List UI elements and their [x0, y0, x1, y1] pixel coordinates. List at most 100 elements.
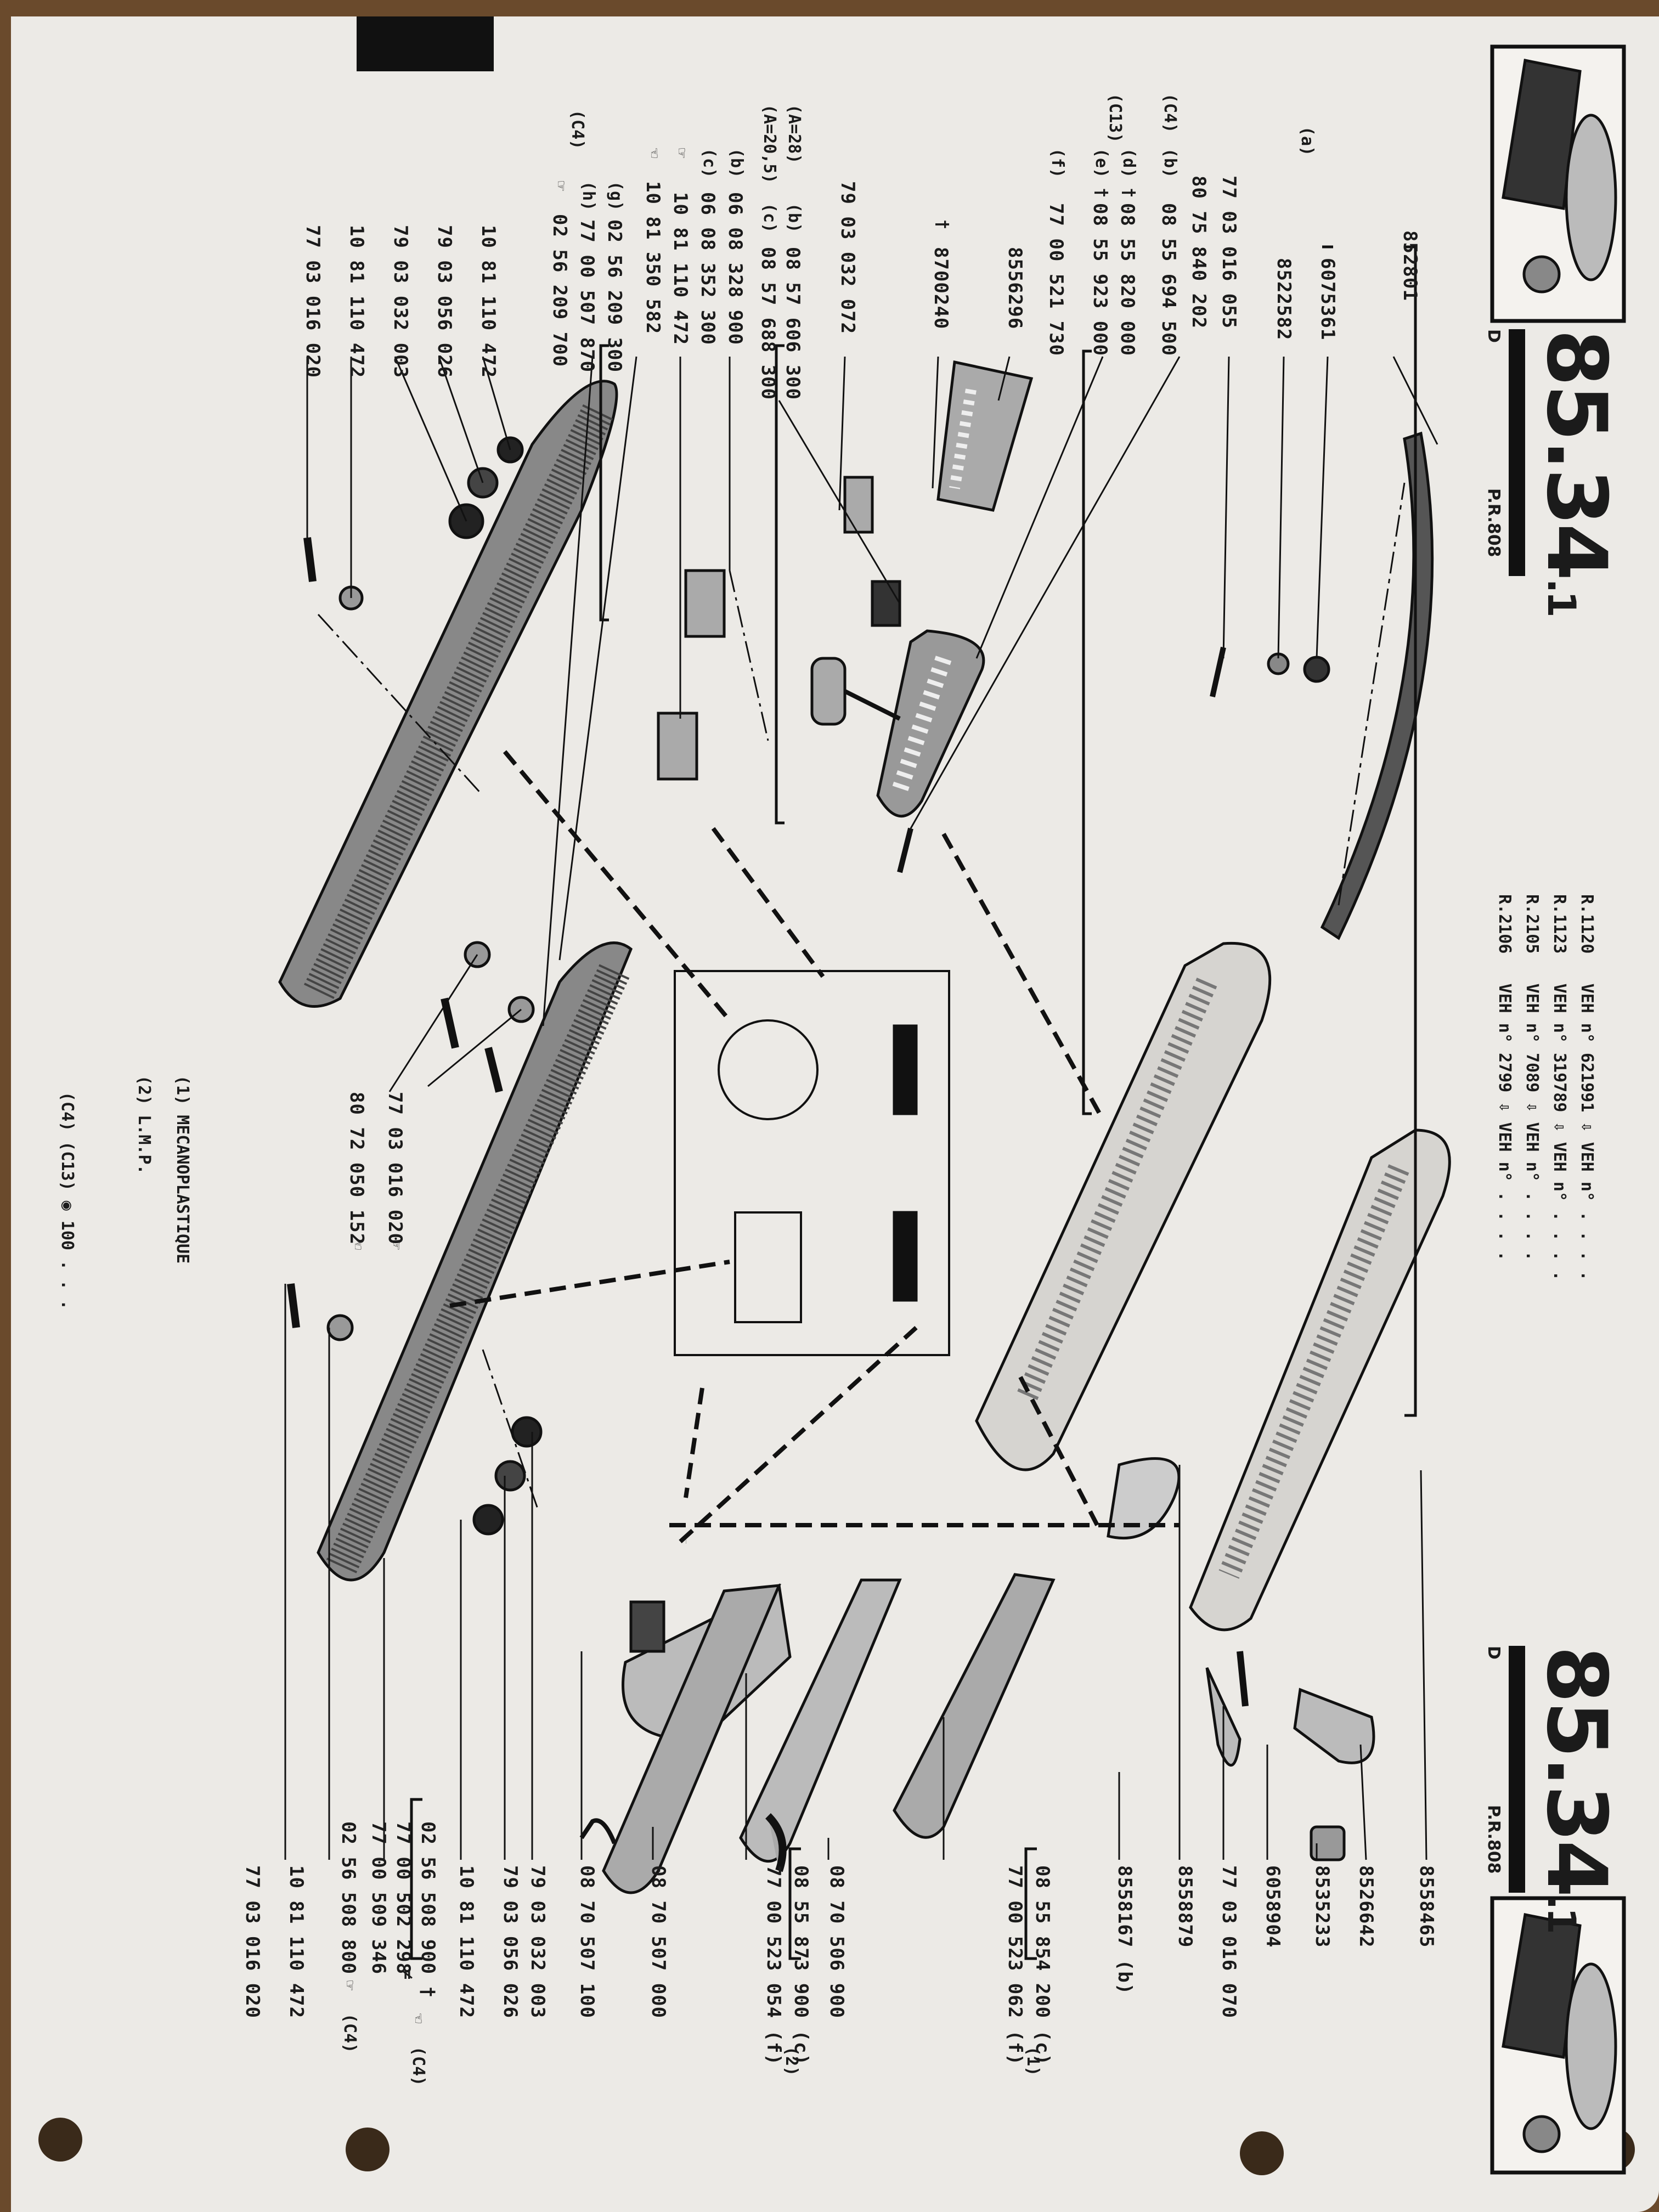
veh-from: VEH n° 621991	[1577, 983, 1596, 1113]
hand-icon: ☞	[672, 148, 691, 159]
ref-code: (d) †	[1119, 148, 1138, 198]
part-number: 8556296	[1004, 247, 1026, 330]
ref-code: (C4)	[568, 110, 587, 150]
header-rule-bottom	[1509, 1646, 1525, 1893]
ref-code: (e) †	[1092, 148, 1111, 198]
punch-hole	[1240, 2131, 1284, 2175]
ref-code: (f)	[1048, 148, 1067, 178]
part-number: 10 81 350 582	[642, 181, 664, 335]
ref-code: (c)	[760, 203, 779, 233]
part-number: 79 03 032 072	[837, 181, 859, 335]
part-number: 77 00 509 346	[368, 1821, 390, 1975]
part-number: 10 81 110 472	[669, 192, 691, 346]
page-number: 85.34	[1528, 329, 1624, 579]
index-tab	[357, 16, 494, 71]
part-number: 77 00 507 870	[576, 219, 598, 373]
part-number: 80 72 050 152	[346, 1092, 368, 1245]
part-number: 77 03 016 020	[302, 225, 324, 379]
hand-icon: ☜	[409, 2013, 428, 2024]
veh-from: VEH n° 7089	[1522, 983, 1542, 1093]
part-number: 08 55 854 200 (c)	[1031, 1865, 1053, 2066]
part-number: 77 03 016 070	[1218, 1865, 1240, 2019]
ref-code: (g)	[606, 181, 625, 211]
part-number: 10 81 110 472	[477, 225, 499, 379]
part-number: 08 70 506 900	[826, 1865, 848, 2019]
model-row: R.2106 VEH n° 2799 ⇩ VEH n° . . . .	[1495, 894, 1514, 1261]
part-number: 08 70 507 100	[576, 1865, 598, 2019]
part-number: 10 81 110 472	[285, 1865, 307, 2019]
part-number: 06 08 352 300	[697, 192, 719, 346]
model-row: R.1120 VEH n° 621991 ⇩ VEH n° . . . .	[1577, 894, 1596, 1281]
footer-codes: (C4) (C13) ◉ 100 . . .	[58, 1092, 77, 1310]
part-number: 10 81 110 472	[455, 1865, 477, 2019]
hand-icon: ☞	[340, 1980, 359, 1991]
part-number: 08 70 507 000	[647, 1865, 669, 2019]
model-code: R.2105	[1522, 894, 1542, 954]
part-number: 77 03 016 055	[1218, 176, 1240, 329]
ref-code: (2)	[782, 2046, 801, 2076]
page-number-top: 85.34.1	[1528, 329, 1624, 616]
part-number: 77 00 502 298	[392, 1821, 414, 1975]
part-number: 852801	[1399, 230, 1421, 301]
exploded-parts-illustration	[278, 44, 1626, 2175]
hand-icon: ☜	[645, 148, 664, 159]
page-number: 85.34	[1528, 1646, 1624, 1895]
pr-ref-bottom: P.R.808	[1484, 1805, 1503, 1874]
ref-code: †	[933, 219, 952, 230]
part-number: 02 56 209 300	[603, 219, 625, 373]
part-number: 8522582	[1273, 258, 1295, 341]
ref-code: (C4)	[409, 2046, 428, 2086]
model-code: R.2106	[1495, 894, 1514, 954]
part-number: 06 08 328 900	[724, 192, 746, 346]
part-number: 08 55 694 500	[1158, 203, 1180, 357]
part-number: 02 56 508 900 †	[417, 1821, 439, 1999]
ref-code: (b)	[727, 148, 746, 178]
part-number: 8558465	[1415, 1865, 1437, 1948]
part-number: 8700240	[930, 247, 952, 330]
ref-code: (1)	[1023, 2046, 1042, 2076]
ref-code: (A=20,5)	[760, 104, 779, 184]
part-number: 6075361	[1317, 258, 1339, 341]
header-rule-top	[1509, 329, 1525, 576]
ref-code: (c)	[699, 148, 719, 178]
ref-code: (h)	[579, 181, 598, 211]
part-number: 08 55 873 900 (c)	[790, 1865, 812, 2066]
part-number: 79 03 032 003	[527, 1865, 549, 2019]
part-number: 77 03 016 020	[241, 1865, 263, 2019]
page-suffix: .1	[1539, 1895, 1584, 1932]
part-number: 79 03 032 003	[390, 225, 411, 379]
hand-icon: ☞	[551, 181, 571, 191]
veh-to: VEH n° . . . .	[1577, 1142, 1596, 1281]
part-number: 80 75 840 202	[1188, 176, 1210, 329]
veh-from: VEH n° 319789	[1550, 983, 1569, 1113]
catalog-page: 85.34.1 D P.R.808 85.34.1 D P.R.808 R.11…	[11, 16, 1659, 2212]
page-suffix: .1	[1539, 578, 1584, 616]
side-letter-bottom: D	[1484, 1646, 1503, 1660]
part-number: 79 03 056 026	[499, 1865, 521, 2019]
part-number: 8558167 (b)	[1114, 1865, 1136, 1995]
ref-code: (C13)	[1105, 93, 1125, 143]
model-code: R.1123	[1550, 894, 1569, 954]
legend-item: (1) MECANOPLASTIQUE	[173, 1075, 192, 1264]
part-number: 08 55 820 000	[1116, 203, 1138, 357]
hand-icon: ☞	[387, 1240, 406, 1250]
part-number: 77 00 523 054 (f)	[763, 1865, 785, 2066]
page-number-bottom: 85.34.1	[1528, 1646, 1624, 1932]
model-row: R.1123 VEH n° 319789 ⇩ VEH n° . . . .	[1550, 894, 1569, 1281]
part-number: 77 00 523 062 (f)	[1004, 1865, 1026, 2066]
part-number: 8535233	[1311, 1865, 1333, 1948]
ref-code: (C4)	[1160, 93, 1180, 133]
model-code: R.1120	[1577, 894, 1596, 954]
ref-code: (a)	[1297, 126, 1317, 156]
part-number: 6058904	[1262, 1865, 1284, 1948]
legend-item: (2) L.M.P.	[134, 1075, 154, 1175]
side-letter-top: D	[1484, 329, 1503, 343]
part-number: 02 56 508 800	[337, 1821, 359, 1975]
part-number: 08 57 606 300	[782, 247, 804, 400]
model-row: R.2105 VEH n° 7089 ⇩ VEH n° . . . .	[1522, 894, 1542, 1261]
ref-code: (A=28)	[785, 104, 804, 164]
ref-code: (b)	[785, 203, 804, 233]
part-number: 77 00 521 730	[1045, 203, 1067, 357]
ref-code: (b)	[1160, 148, 1180, 178]
part-number: 08 55 923 000	[1089, 203, 1111, 357]
